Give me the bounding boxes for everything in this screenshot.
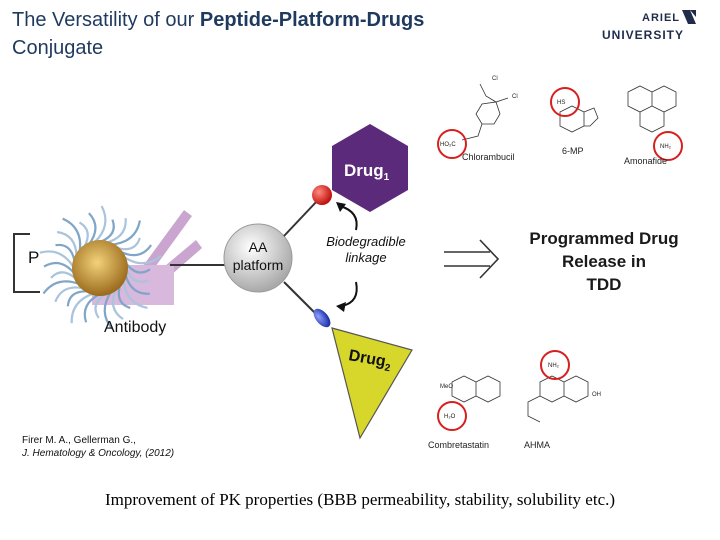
molecule-label-chlorambucil: Chlorambucil: [462, 152, 515, 162]
svg-text:NH₂: NH₂: [660, 144, 672, 150]
title-bold: Peptide-Platform-Drugs: [199, 9, 425, 31]
reference-journal: J. Hematology & Oncology, (2012): [22, 448, 175, 459]
drug1-hexagon: [332, 124, 408, 212]
polymer-strand: [105, 218, 127, 244]
linker-sphere-red: [312, 185, 332, 205]
highlight-ring: [437, 129, 467, 159]
molecule-label-amonafide: Amonafide: [624, 156, 667, 166]
highlight-ring: [653, 131, 683, 161]
polymer-strand: [87, 212, 97, 246]
polymer-strand: [39, 250, 75, 269]
polymer-strand: [111, 220, 141, 246]
highlight-ring: [540, 350, 570, 380]
platform-line2: platform: [233, 257, 284, 273]
svg-text:Cl: Cl: [512, 94, 518, 100]
svg-text:H₂O: H₂O: [444, 414, 456, 420]
linker-ellipse-blue: [313, 308, 331, 328]
polymer-strand: [122, 279, 148, 309]
polymer-strand: [103, 290, 114, 330]
release-line2: Release in: [562, 252, 646, 271]
svg-text:OH: OH: [592, 392, 601, 398]
highlight-ring: [550, 87, 580, 117]
partial-box-label: P: [28, 248, 39, 267]
title-line2: Conjugate: [12, 37, 104, 59]
combretastatin-structure: H₂O MeO Combretastatin: [428, 375, 501, 450]
polymer-strand: [42, 280, 81, 295]
polymer-strand: [122, 254, 162, 265]
slide-title: The Versatility of our Peptide-Platform-…: [12, 6, 572, 62]
svg-text:HS: HS: [557, 100, 565, 106]
linkage-line1: Biodegradible: [326, 234, 406, 249]
conjugate-diagram: P Antibody AA platform Drug1 Drug2 Biode…: [13, 76, 683, 450]
partial-box: P: [13, 233, 40, 293]
molecule-label-6mp: 6-MP: [562, 146, 584, 156]
linkage-line2: linkage: [345, 250, 386, 265]
curved-arrow-top: [339, 205, 358, 231]
title-prefix: The Versatility of our: [12, 9, 200, 31]
svg-text:NH₂: NH₂: [548, 363, 560, 369]
aa-platform: [223, 223, 293, 293]
mp6-structure: HS 6-MP: [550, 87, 599, 156]
logo-line1: ARIEL: [642, 12, 680, 24]
svg-text:HO₂C: HO₂C: [440, 142, 456, 148]
molecule-label-combretastatin: Combretastatin: [428, 440, 489, 450]
chlorambucil-structure: HO₂C Cl Cl Chlorambucil: [437, 76, 518, 162]
polymer-strand: [70, 292, 95, 324]
linker-line-bottom: [283, 281, 319, 317]
nanoparticle-icon: [39, 205, 162, 330]
drug2-label: Drug2: [347, 347, 393, 374]
logo-mark-icon: [682, 10, 696, 24]
implies-arrow-icon: [444, 239, 500, 279]
release-line1: Programmed Drug: [529, 229, 678, 248]
molecule-label-ahma: AHMA: [524, 440, 550, 450]
curved-arrow-bottom: [341, 281, 358, 307]
polymer-strand: [93, 205, 107, 244]
polymer-strand: [62, 217, 82, 252]
ariel-university-logo: ARIEL UNIVERSITY: [598, 8, 698, 48]
amonafide-structure: NH₂ Amonafide: [624, 85, 683, 166]
reference-citation: Firer M. A., Gellerman G., J. Hematology…: [22, 434, 174, 460]
release-line3: TDD: [587, 275, 622, 294]
drug1-label: Drug1: [344, 161, 390, 183]
drug2-triangle: [331, 327, 413, 440]
logo-line2: UNIVERSITY: [602, 28, 685, 42]
ahma-structure: NH₂ OH AHMA: [524, 350, 601, 450]
footer-statement: Improvement of PK properties (BBB permea…: [104, 490, 616, 509]
reference-authors: Firer M. A., Gellerman G.,: [22, 435, 136, 446]
svg-text:Cl: Cl: [492, 76, 498, 82]
linker-line-top: [283, 199, 319, 237]
svg-text:MeO: MeO: [440, 384, 453, 390]
platform-line1: AA: [249, 239, 268, 255]
highlight-ring: [437, 401, 467, 431]
antibody-label: Antibody: [104, 319, 166, 336]
